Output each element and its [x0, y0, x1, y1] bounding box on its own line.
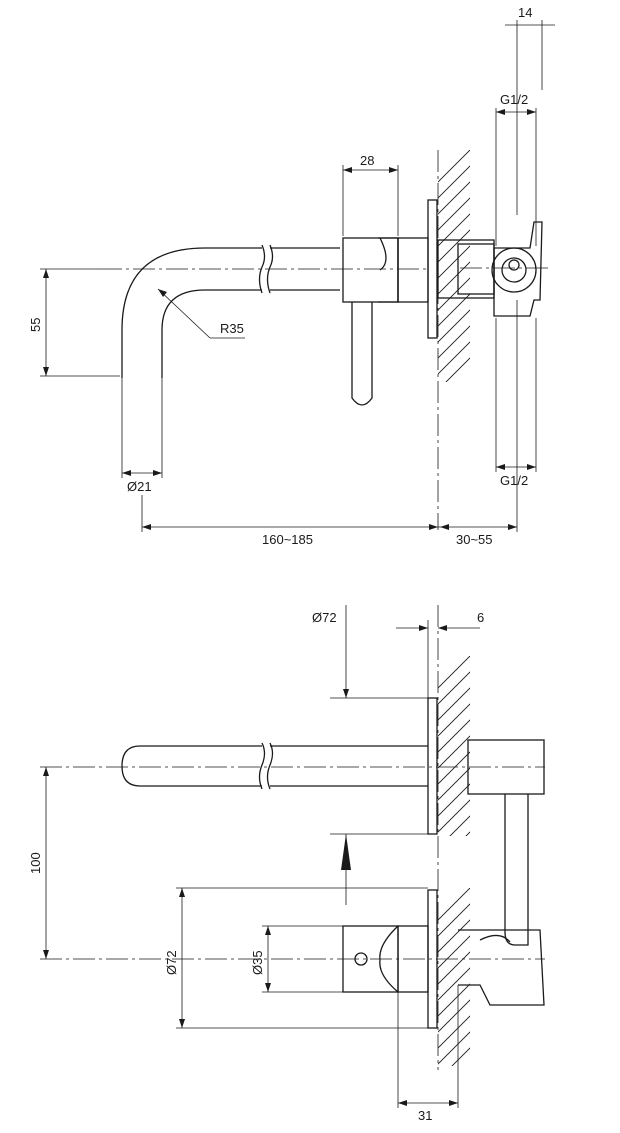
dim-28: 28: [342, 153, 399, 236]
dim-dia21: Ø21: [121, 378, 163, 494]
dim-g12-top: G1/2: [495, 92, 537, 246]
dim-r35-label: R35: [220, 321, 244, 336]
rough-in-body-front: [458, 739, 545, 1006]
dim-dia72-left-label: Ø72: [164, 950, 179, 975]
dim-r35: R35: [157, 288, 245, 339]
dim-dia72-top-label: Ø72: [312, 610, 337, 625]
dim-55-label: 55: [28, 318, 43, 332]
front-view: Ø72 6 100 Ø72: [28, 605, 545, 1123]
spout-front: [121, 742, 428, 790]
dim-g12-bottom-label: G1/2: [500, 473, 528, 488]
mixer-body: [342, 237, 429, 406]
dim-dia72-left: Ø72: [164, 887, 428, 1029]
wall-hatch-front-lower: [438, 888, 470, 1066]
dim-160-185: 160~185: [141, 495, 438, 547]
dim-30-55: 30~55: [438, 300, 518, 547]
wall-hatch-top: [438, 150, 470, 382]
dim-30-55-label: 30~55: [456, 532, 493, 547]
dim-55: 55: [28, 268, 120, 377]
rough-in-valve: [437, 221, 543, 317]
top-view: 14 G1/2 28 55: [28, 5, 555, 547]
dim-14: 14: [505, 5, 555, 215]
dim-160-185-label: 160~185: [262, 532, 313, 547]
dim-6-label: 6: [477, 610, 484, 625]
dim-31: 31: [397, 985, 459, 1123]
cover-plate-front-upper: [427, 697, 438, 835]
dim-100-label: 100: [28, 852, 43, 874]
dim-14-label: 14: [518, 5, 532, 20]
dim-dia35: Ø35: [250, 925, 343, 993]
cover-plate-top: [427, 199, 438, 339]
dim-6: 6: [396, 610, 484, 698]
dim-dia72-top: Ø72: [312, 605, 428, 905]
dim-g12-top-label: G1/2: [500, 92, 528, 107]
dim-dia21-label: Ø21: [127, 479, 152, 494]
dim-dia35-label: Ø35: [250, 950, 265, 975]
dim-100: 100: [28, 767, 49, 959]
dim-31-label: 31: [418, 1108, 432, 1123]
dim-g12-bottom: G1/2: [495, 318, 537, 488]
spout-pipe: [121, 244, 340, 378]
dim-28-label: 28: [360, 153, 374, 168]
wall-hatch-front-upper: [438, 656, 470, 836]
